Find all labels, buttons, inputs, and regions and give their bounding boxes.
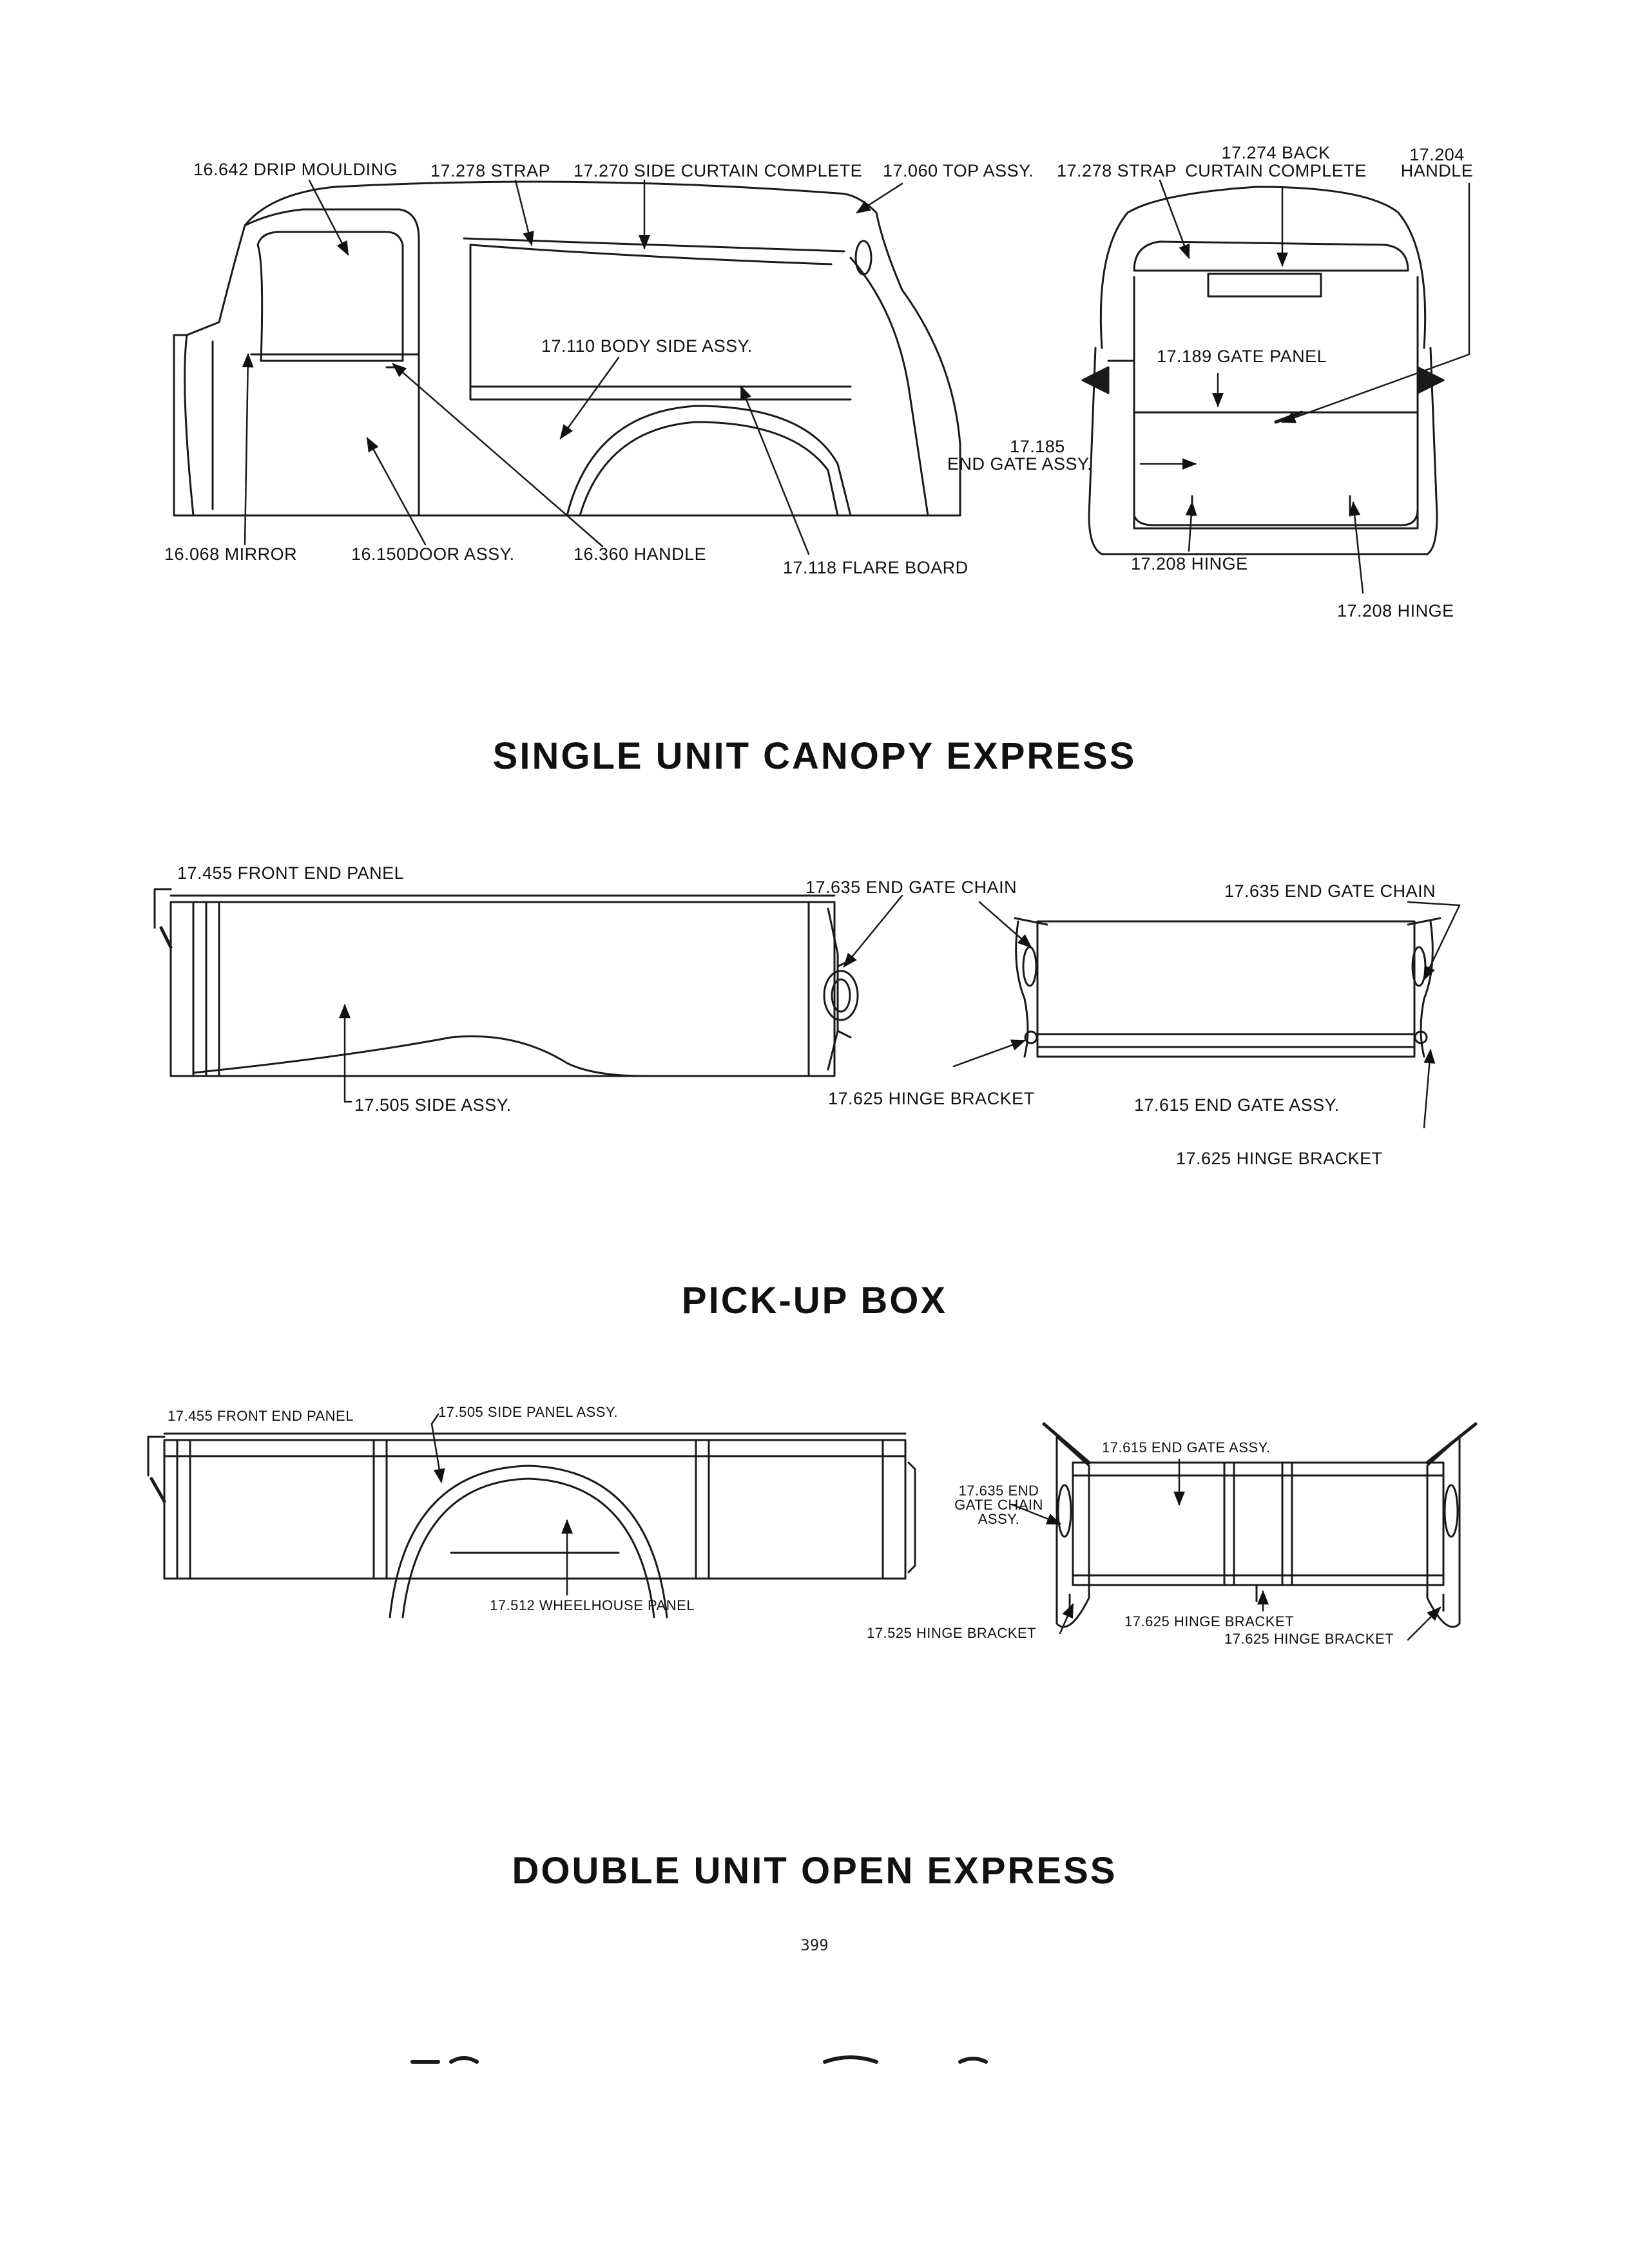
section-title-canopy-express: SINGLE UNIT CANOPY EXPRESS: [492, 735, 1137, 777]
label-rear-handle-line2: HANDLE: [1400, 161, 1474, 180]
label-strap-side: 17.278 STRAP: [430, 161, 551, 180]
label-end-gate-line1: 17.185: [1010, 437, 1065, 456]
label-side-curtain: 17.270 SIDE CURTAIN COMPLETE: [574, 161, 863, 180]
label-pickup-front-end-panel: 17.455 FRONT END PANEL: [177, 863, 405, 883]
label-pickup-hinge-bracket-rear: 17.625 HINGE BRACKET: [1176, 1149, 1383, 1168]
label-flare-board: 17.118 FLARE BOARD: [783, 558, 969, 577]
label-door-handle: 16.360 HANDLE: [574, 544, 707, 564]
canopy-rear-callouts: [1139, 179, 1470, 594]
label-hinge-left: 17.208 HINGE: [1131, 554, 1248, 573]
label-drip-moulding: 16.642 DRIP MOULDING: [193, 160, 398, 179]
label-open-end-gate-assy: 17.615 END GATE ASSY.: [1102, 1439, 1271, 1456]
canopy-side-callouts: [242, 179, 903, 555]
label-open-chain-line3: ASSY.: [978, 1511, 1020, 1527]
label-open-hinge-bracket-b: 17.625 HINGE BRACKET: [1124, 1613, 1295, 1629]
label-open-hinge-bracket-a: 17.525 HINGE BRACKET: [867, 1625, 1037, 1641]
open-express-side-view: [147, 1432, 916, 1619]
section-title-open-express: DOUBLE UNIT OPEN EXPRESS: [512, 1850, 1117, 1892]
label-pickup-end-gate-assy: 17.615 END GATE ASSY.: [1134, 1095, 1340, 1115]
pickup-side-view: [153, 888, 859, 1077]
label-top-assy: 17.060 TOP ASSY.: [883, 161, 1034, 180]
label-end-gate-line2: END GATE ASSY.: [947, 454, 1093, 474]
label-pickup-chain-rear: 17.635 END GATE CHAIN: [1224, 881, 1436, 901]
scan-artifacts: [410, 2055, 988, 2064]
pickup-rear-callouts: [978, 901, 1461, 1129]
label-mirror: 16.068 MIRROR: [164, 544, 298, 564]
label-body-side: 17.110 BODY SIDE ASSY.: [541, 336, 753, 356]
label-hinge-right: 17.208 HINGE: [1337, 601, 1454, 620]
canopy-side-view: [173, 180, 961, 517]
label-open-front-end-panel: 17.455 FRONT END PANEL: [168, 1408, 354, 1424]
label-pickup-hinge-bracket-side: 17.625 HINGE BRACKET: [828, 1089, 1035, 1108]
section-title-pickup-box: PICK-UP BOX: [681, 1280, 948, 1321]
label-pickup-chain-side: 17.635 END GATE CHAIN: [805, 878, 1017, 897]
canopy-rear-view: [1081, 186, 1445, 555]
open-express-side-callouts: [430, 1413, 573, 1596]
label-back-curtain-line1: 17.274 BACK: [1221, 143, 1331, 162]
label-pickup-side-assy: 17.505 SIDE ASSY.: [354, 1095, 512, 1115]
label-open-wheelhouse-panel: 17.512 WHEELHOUSE PANEL: [490, 1597, 695, 1613]
label-strap-rear: 17.278 STRAP: [1057, 161, 1177, 180]
label-open-hinge-bracket-c: 17.625 HINGE BRACKET: [1224, 1631, 1394, 1647]
label-open-chain-line1: 17.635 END: [958, 1483, 1039, 1499]
label-door-assy: 16.150DOOR ASSY.: [351, 544, 515, 564]
label-gate-panel: 17.189 GATE PANEL: [1157, 347, 1327, 366]
pickup-rear-view: [1014, 917, 1441, 1058]
open-express-rear-callouts: [1010, 1458, 1441, 1641]
label-open-side-panel-assy: 17.505 SIDE PANEL ASSY.: [438, 1404, 618, 1420]
label-back-curtain-line2: CURTAIN COMPLETE: [1185, 161, 1367, 180]
pickup-side-callouts: [339, 894, 1027, 1103]
page-number: 399: [800, 1936, 829, 1954]
label-open-chain-line2: GATE CHAIN: [954, 1497, 1043, 1513]
label-rear-handle-line1: 17.204: [1409, 145, 1465, 164]
